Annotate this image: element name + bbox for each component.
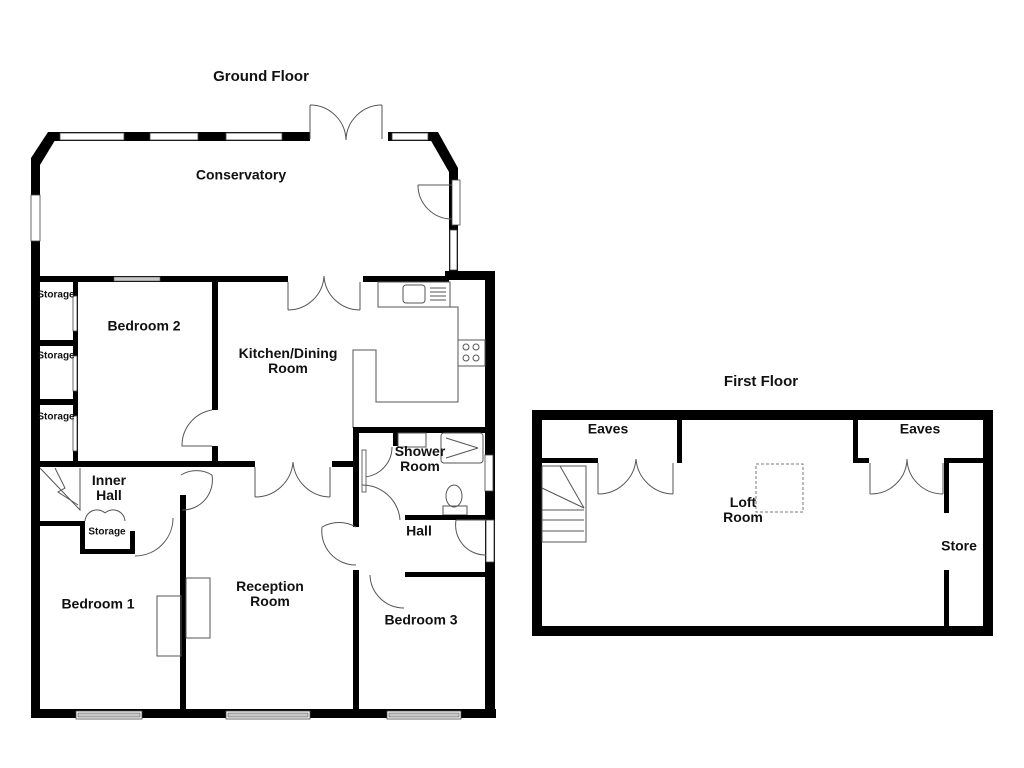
room-label-inner-hall: Inner Hall [91,471,127,503]
room-label-bedroom-3: Bedroom 3 [384,611,458,628]
first-floor-plan [532,410,993,636]
room-label-bedroom-1: Bedroom 1 [61,595,135,612]
room-label-kitchen-dining: Kitchen/Dining Room [238,344,338,376]
room-label-storage-2: Storage [37,350,75,362]
room-label-eaves-right: Eaves [899,420,941,437]
ground-floor-plan [30,104,496,720]
room-label-bedroom-2: Bedroom 2 [107,317,181,334]
room-label-conservatory: Conservatory [195,166,287,183]
room-label-store: Store [941,537,977,554]
first-floor-title: First Floor [723,372,799,390]
room-label-hall: Hall [406,522,432,539]
room-label-reception-room: Reception Room [236,577,304,609]
room-label-eaves-left: Eaves [587,420,629,437]
room-label-loft-room: Loft Room [723,493,763,525]
room-label-storage-3: Storage [37,411,75,423]
ground-floor-title: Ground Floor [213,67,309,85]
room-label-shower-room: Shower Room [394,442,446,474]
room-label-inner-storage: Storage [88,526,126,538]
room-label-storage-1: Storage [37,289,75,301]
